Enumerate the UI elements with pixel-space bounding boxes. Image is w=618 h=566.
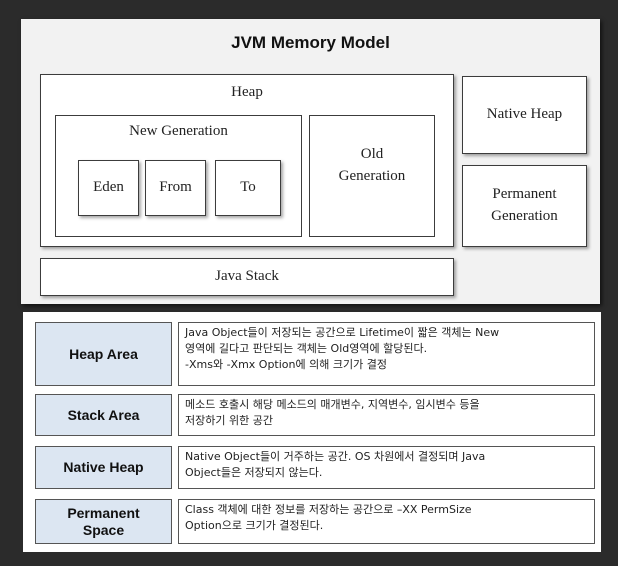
- legend-name: Stack Area: [35, 394, 172, 436]
- heap-label: Heap: [231, 84, 263, 100]
- java-stack-label: Java Stack: [215, 268, 279, 285]
- to-label: To: [240, 179, 256, 196]
- legend-row-stack-area: Stack Area 메소드 호출시 해당 메소드의 매개변수, 지역변수, 임…: [35, 394, 595, 436]
- from-label: From: [159, 179, 192, 196]
- legend-description: Java Object들이 저장되는 공간으로 Lifetime이 짧은 객체는…: [178, 322, 595, 386]
- heap-box: Heap New Generation Eden From To Old Gen…: [40, 74, 454, 247]
- memory-area-legend: Heap Area Java Object들이 저장되는 공간으로 Lifeti…: [23, 312, 601, 552]
- jvm-memory-diagram: JVM Memory Model Heap New Generation Ede…: [21, 19, 600, 304]
- old-generation-box: Old Generation: [309, 115, 435, 237]
- permanent-generation-box: Permanent Generation: [462, 165, 587, 247]
- legend-description: 메소드 호출시 해당 메소드의 매개변수, 지역변수, 임시변수 등을 저장하기…: [178, 394, 595, 436]
- legend-row-native-heap: Native Heap Native Object들이 거주하는 공간. OS …: [35, 446, 595, 489]
- legend-name: Permanent Space: [35, 499, 172, 544]
- new-generation-label: New Generation: [129, 123, 228, 139]
- eden-label: Eden: [93, 179, 124, 196]
- legend-description: Class 객체에 대한 정보를 저장하는 공간으로 –XX PermSize …: [178, 499, 595, 544]
- legend-description: Native Object들이 거주하는 공간. OS 차원에서 결정되며 Ja…: [178, 446, 595, 489]
- legend-name: Native Heap: [35, 446, 172, 489]
- legend-name: Heap Area: [35, 322, 172, 386]
- java-stack-box: Java Stack: [40, 258, 454, 296]
- eden-box: Eden: [78, 160, 139, 216]
- permanent-generation-label: Permanent Generation: [491, 186, 558, 224]
- to-box: To: [215, 160, 281, 216]
- new-generation-box: New Generation Eden From To: [55, 115, 302, 237]
- native-heap-box: Native Heap: [462, 76, 587, 154]
- legend-row-heap-area: Heap Area Java Object들이 저장되는 공간으로 Lifeti…: [35, 322, 595, 386]
- diagram-title: JVM Memory Model: [231, 33, 390, 52]
- legend-row-permanent-space: Permanent Space Class 객체에 대한 정보를 저장하는 공간…: [35, 499, 595, 544]
- from-box: From: [145, 160, 206, 216]
- old-generation-label: Old Generation: [338, 146, 406, 184]
- native-heap-label: Native Heap: [486, 106, 563, 123]
